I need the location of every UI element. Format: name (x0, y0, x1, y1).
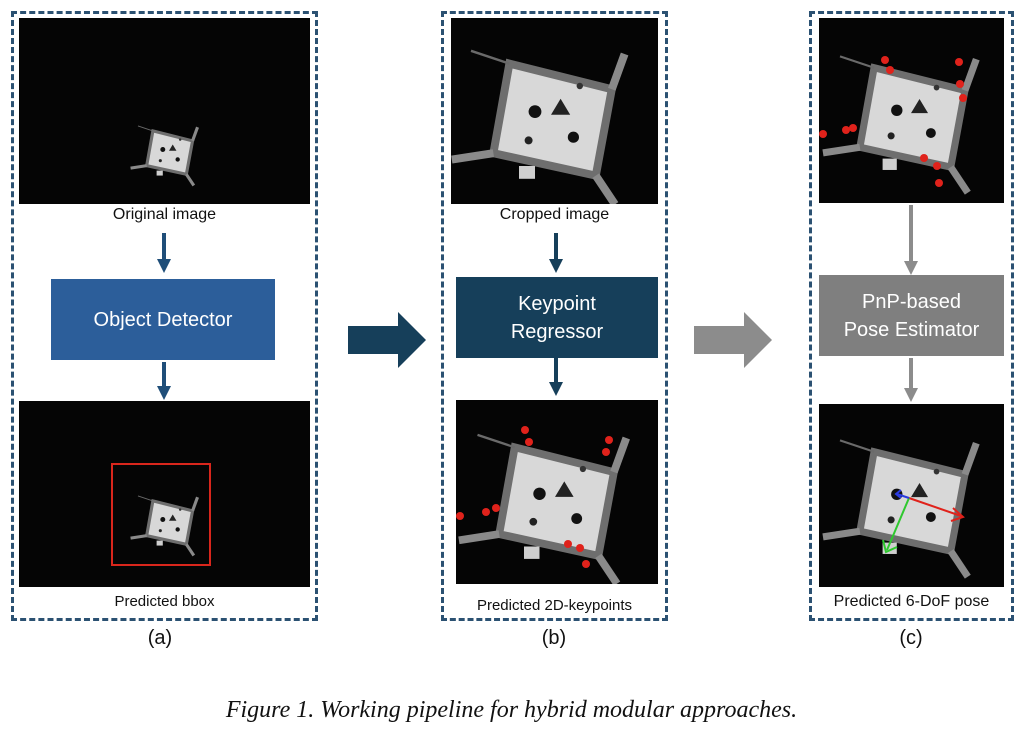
figure-caption: Figure 1. Working pipeline for hybrid mo… (225, 697, 798, 723)
predicted-bbox-image (19, 401, 310, 587)
keypoint-3 (605, 436, 613, 444)
predicted-keypoints-label: Predicted 2D-keypoints (476, 597, 633, 614)
panel-c-tag: (c) (899, 627, 923, 649)
panel-a-tag: (a) (147, 627, 173, 649)
keypoint-9 (576, 544, 584, 552)
keypoint-regressor-label-line1: Keypoint (518, 292, 596, 315)
keypoint-regressor-box: Keypoint Regressor (456, 277, 658, 358)
keypoint-7 (492, 504, 500, 512)
panel-b (441, 11, 668, 621)
keypoint-6 (482, 508, 490, 516)
pnp-label-line2: Pose Estimator (843, 318, 980, 341)
predicted-keypoints-image (456, 400, 658, 584)
original-image (19, 18, 310, 204)
keypoint-regressor-label-line2: Regressor (510, 320, 604, 343)
object-detector-box: Object Detector (51, 279, 275, 360)
pnp-label-line1: PnP-based (862, 290, 961, 313)
predicted-pose-image (819, 404, 1004, 587)
keypoint-8 (564, 540, 572, 548)
keypoint-5 (456, 512, 464, 520)
pose-axis-z (896, 493, 910, 499)
keypoint-10 (582, 560, 590, 568)
arrow-right-gray (694, 312, 772, 368)
panel-c (809, 11, 1014, 621)
pose-axis-y (886, 497, 910, 551)
keypoint-1 (521, 426, 529, 434)
object-detector-label: Object Detector (93, 308, 233, 331)
cropped-image-label: Cropped image (499, 206, 610, 223)
keypoint-4 (602, 448, 610, 456)
arrow-right-dark (348, 312, 426, 368)
keypoint-2 (525, 438, 533, 446)
original-image-label: Original image (112, 206, 217, 223)
panel-a (11, 11, 318, 621)
predicted-bbox-label: Predicted bbox (114, 593, 215, 610)
predicted-pose-label: Predicted 6-DoF pose (833, 593, 990, 610)
cropped-image (451, 18, 658, 204)
pose-axis-x (908, 497, 962, 517)
bbox-rectangle (111, 463, 211, 566)
keypoints-input-image (819, 18, 1004, 203)
panel-b-tag: (b) (541, 627, 567, 649)
pnp-pose-estimator-box: PnP-based Pose Estimator (819, 275, 1004, 356)
